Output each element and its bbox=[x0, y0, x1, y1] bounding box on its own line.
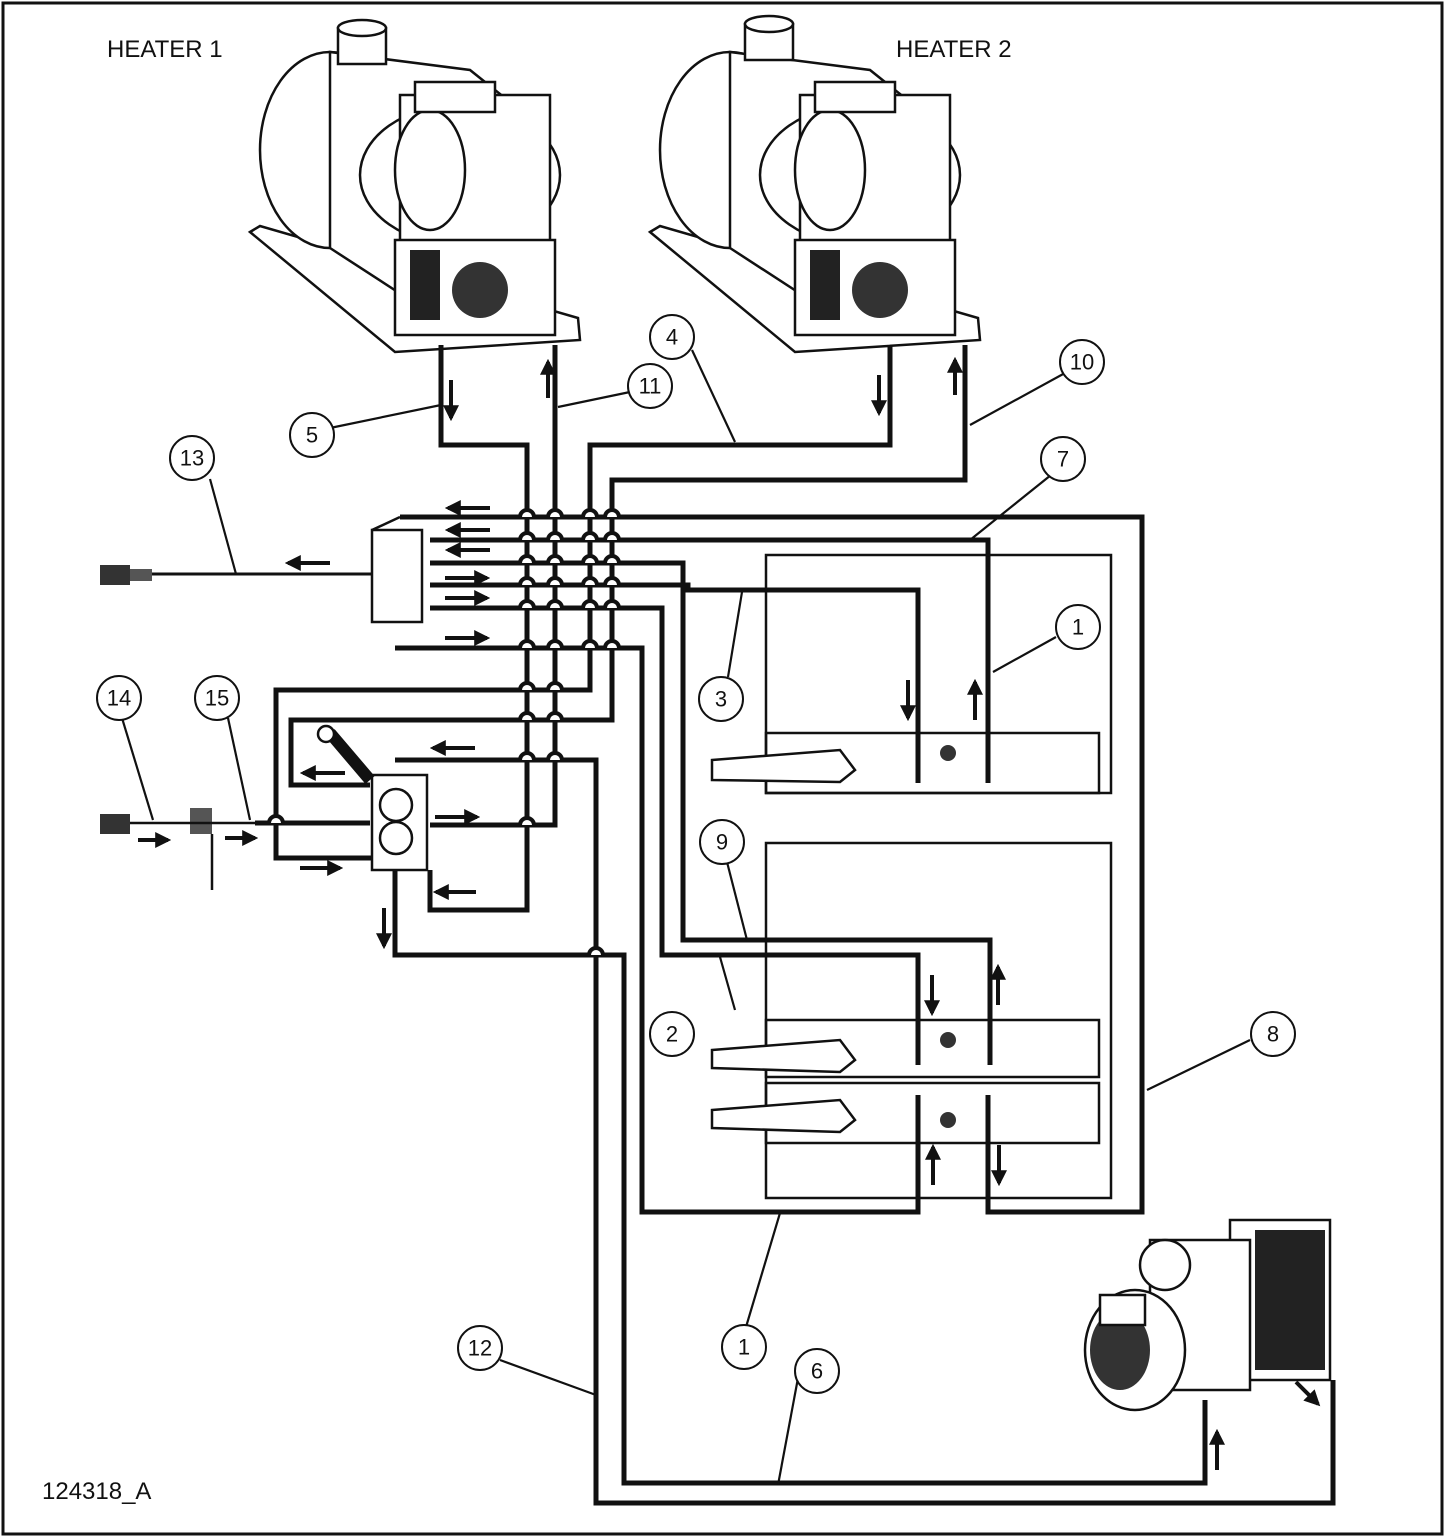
radiant-panel-upper bbox=[710, 553, 1113, 795]
distribution-manifold bbox=[100, 515, 424, 624]
leader-lines bbox=[120, 349, 1251, 1486]
callout-1-upper: 1 bbox=[1055, 604, 1101, 650]
callout-7: 7 bbox=[1040, 436, 1086, 482]
callout-1-lower: 1 bbox=[721, 1324, 767, 1370]
callout-8: 8 bbox=[1250, 1011, 1296, 1057]
radiant-panel-lower bbox=[710, 841, 1113, 1200]
callout-12: 12 bbox=[457, 1325, 503, 1371]
svg-text:8: 8 bbox=[1267, 1022, 1279, 1047]
svg-text:7: 7 bbox=[1057, 447, 1069, 472]
svg-text:11: 11 bbox=[639, 374, 662, 399]
callout-13: 13 bbox=[169, 435, 215, 481]
callout-3: 3 bbox=[698, 676, 744, 722]
heater-1-label: HEATER 1 bbox=[107, 36, 223, 63]
callout-9: 9 bbox=[699, 819, 745, 865]
svg-text:1: 1 bbox=[1072, 615, 1084, 640]
heater-1 bbox=[247, 18, 582, 354]
heater-2 bbox=[647, 14, 982, 354]
heater-2-label: HEATER 2 bbox=[896, 36, 1012, 63]
callout-4: 4 bbox=[649, 314, 695, 360]
svg-text:9: 9 bbox=[716, 830, 728, 855]
svg-text:3: 3 bbox=[715, 687, 727, 712]
callout-6: 6 bbox=[794, 1348, 840, 1394]
crossover-hops bbox=[267, 508, 621, 956]
svg-text:15: 15 bbox=[205, 686, 229, 711]
callout-10: 10 bbox=[1059, 339, 1105, 385]
callout-11: 11 bbox=[627, 363, 673, 409]
control-valve bbox=[100, 724, 429, 890]
svg-text:13: 13 bbox=[180, 446, 204, 471]
svg-text:10: 10 bbox=[1070, 350, 1094, 375]
drawing-number: 124318_A bbox=[42, 1478, 152, 1505]
flow-arrows bbox=[138, 356, 1321, 1470]
svg-text:6: 6 bbox=[811, 1359, 823, 1384]
callout-15: 15 bbox=[194, 675, 240, 721]
svg-text:4: 4 bbox=[666, 325, 678, 350]
svg-text:14: 14 bbox=[107, 686, 131, 711]
engine-power-unit bbox=[1083, 1218, 1332, 1412]
svg-text:1: 1 bbox=[738, 1335, 750, 1360]
callout-bubbles: 1 2 3 4 5 6 7 8 9 10 11 12 13 14 15 1 bbox=[96, 314, 1296, 1394]
svg-text:2: 2 bbox=[666, 1022, 678, 1047]
callout-5: 5 bbox=[289, 412, 335, 458]
svg-text:12: 12 bbox=[468, 1336, 492, 1361]
callout-14: 14 bbox=[96, 675, 142, 721]
callout-2: 2 bbox=[649, 1011, 695, 1057]
svg-text:5: 5 bbox=[306, 423, 318, 448]
